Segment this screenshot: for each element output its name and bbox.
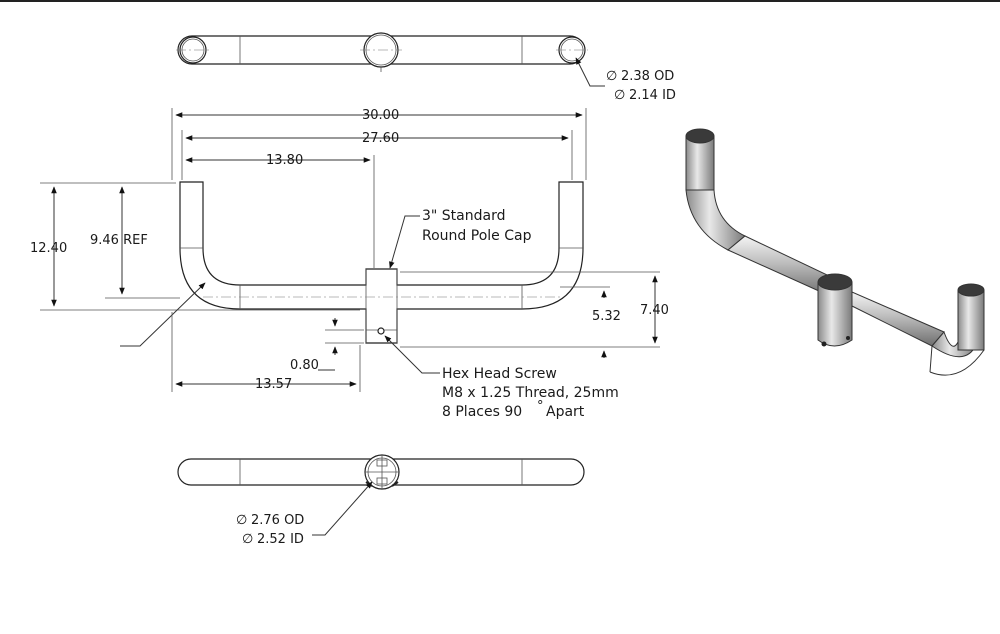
cap-note-line2: Round Pole Cap (422, 228, 532, 244)
screw-note-line1: Hex Head Screw (442, 366, 557, 382)
ref-height-dim: 9.46 REF (90, 233, 148, 248)
bottom-view: ∅ 2.76 OD ∅ 2.52 ID (177, 454, 585, 547)
arm-id-label: 2.14 ID (629, 88, 676, 103)
degree-symbol: ° (537, 399, 544, 414)
isometric-view (685, 128, 985, 376)
screw-note-line3: 8 Places 90 (442, 404, 522, 420)
screw-hole (377, 327, 385, 335)
half-width-dim: 13.80 (266, 153, 303, 168)
top-view: ∅ 2.38 OD ∅ 2.14 ID (176, 32, 676, 103)
dim-13-57: 13.57 (255, 377, 292, 392)
overall-height-dim: 12.40 (30, 241, 67, 256)
cap-note-line1: 3" Standard (422, 208, 506, 224)
front-view-tube-outline (179, 181, 584, 344)
arm-od-label: 2.38 OD (621, 69, 674, 84)
dim-0-80: 0.80 (290, 358, 319, 373)
dim-5-32: 5.32 (592, 309, 621, 324)
diameter-symbol: ∅ (236, 513, 247, 528)
screw-note-line3b: Apart (546, 404, 585, 420)
diameter-symbol: ∅ (614, 88, 625, 103)
dim-7-40: 7.40 (640, 303, 669, 318)
diameter-symbol: ∅ (606, 69, 617, 84)
iso-right-arm (851, 291, 945, 347)
diameter-symbol: ∅ (242, 532, 253, 547)
iso-right-upright (957, 289, 985, 351)
hub-od-label: 2.76 OD (251, 513, 304, 528)
center-width-dim: 27.60 (362, 131, 399, 146)
screw-note-line2: M8 x 1.25 Thread, 25mm (442, 385, 619, 401)
overall-width-dim: 30.00 (362, 108, 399, 123)
iso-hub (817, 281, 853, 347)
iso-left-upright (685, 135, 715, 191)
front-view: 30.00 27.60 13.80 12.40 9.46 REF 3" Stan… (30, 108, 669, 420)
hub-id-label: 2.52 ID (257, 532, 304, 547)
